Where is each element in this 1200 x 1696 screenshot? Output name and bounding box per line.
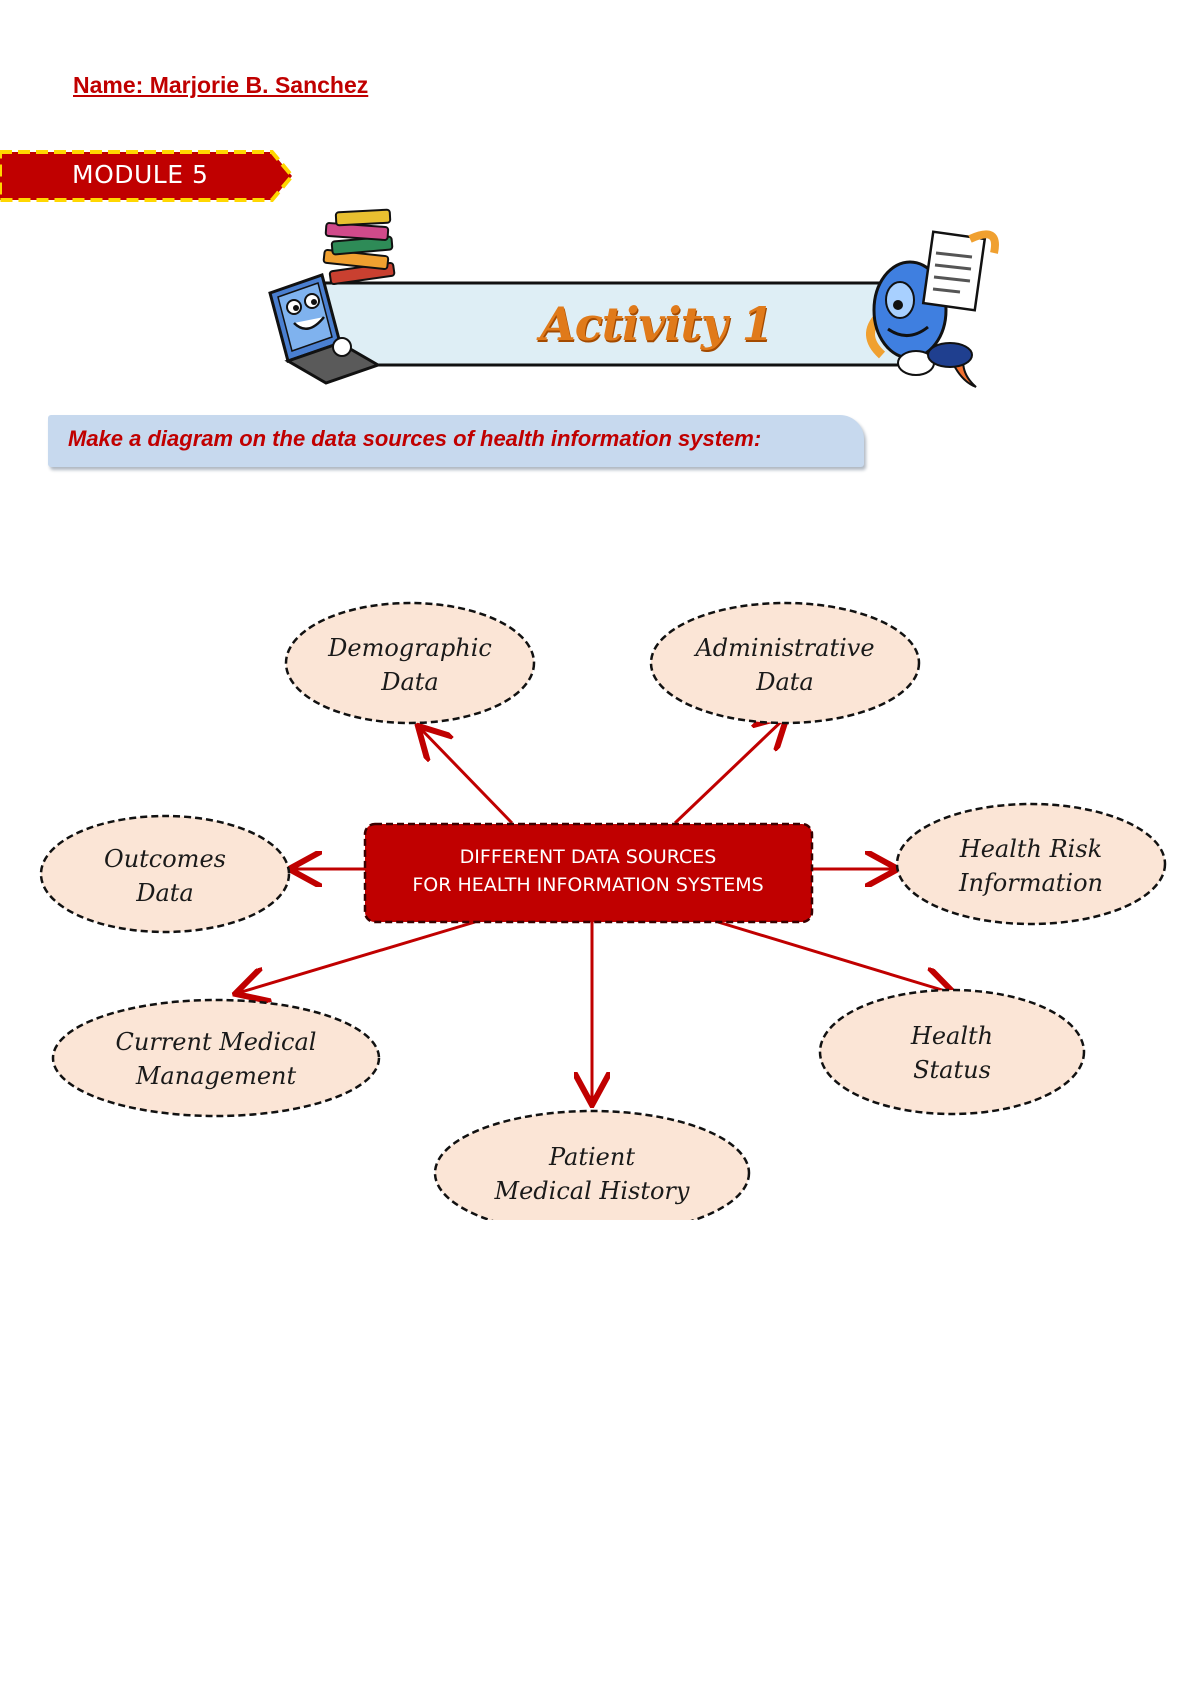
node-demographic-line1: Demographic xyxy=(327,634,492,662)
node-current-medical-line1: Current Medical xyxy=(116,1028,317,1056)
arrow-to-demographic xyxy=(420,728,514,825)
center-node: DIFFERENT DATA SOURCES FOR HEALTH INFORM… xyxy=(363,822,814,924)
node-outcomes-line1: Outcomes xyxy=(104,845,226,873)
node-administrative-shape xyxy=(649,601,921,725)
node-current-medical-line2: Management xyxy=(135,1062,297,1090)
data-sources-diagram: DIFFERENT DATA SOURCES FOR HEALTH INFORM… xyxy=(39,601,1167,1220)
node-health-risk-shape xyxy=(895,802,1167,926)
laptop-mascot-icon xyxy=(268,273,382,385)
activity-title: Activity 1 xyxy=(540,297,774,351)
node-health-risk-line2: Information xyxy=(958,869,1103,897)
book-stack-icon xyxy=(322,208,396,285)
robot-document-mascot-icon xyxy=(866,230,999,388)
node-health-status-line2: Status xyxy=(913,1056,991,1084)
instruction-box xyxy=(48,415,864,467)
node-outcomes-line2: Data xyxy=(135,879,194,907)
node-patient-history-line1: Patient xyxy=(548,1143,635,1171)
node-current-medical-shape xyxy=(51,998,381,1118)
activity-banner xyxy=(268,208,999,388)
node-health-status-shape xyxy=(818,988,1086,1116)
module-banner xyxy=(0,150,295,202)
module-label: MODULE 5 xyxy=(72,160,209,189)
node-demographic-shape xyxy=(284,601,536,725)
node-health-status-line1: Health xyxy=(910,1022,993,1050)
center-node-line1: DIFFERENT DATA SOURCES xyxy=(460,846,717,868)
center-node-line2: FOR HEALTH INFORMATION SYSTEMS xyxy=(412,874,763,896)
node-administrative-line1: Administrative xyxy=(693,634,874,662)
student-name: Name: Marjorie B. Sanchez xyxy=(73,72,369,98)
node-patient-history-shape xyxy=(433,1109,751,1220)
arrow-to-current-medical xyxy=(238,920,476,993)
node-demographic-line2: Data xyxy=(380,668,439,696)
node-outcomes-shape xyxy=(39,814,291,934)
instruction-text: Make a diagram on the data sources of he… xyxy=(68,426,762,451)
node-health-risk-line1: Health Risk xyxy=(959,835,1102,863)
arrow-to-health-status xyxy=(717,920,952,993)
node-patient-history-line2: Medical History xyxy=(494,1177,690,1205)
node-administrative-line2: Data xyxy=(755,668,814,696)
arrow-to-administrative xyxy=(673,718,785,825)
